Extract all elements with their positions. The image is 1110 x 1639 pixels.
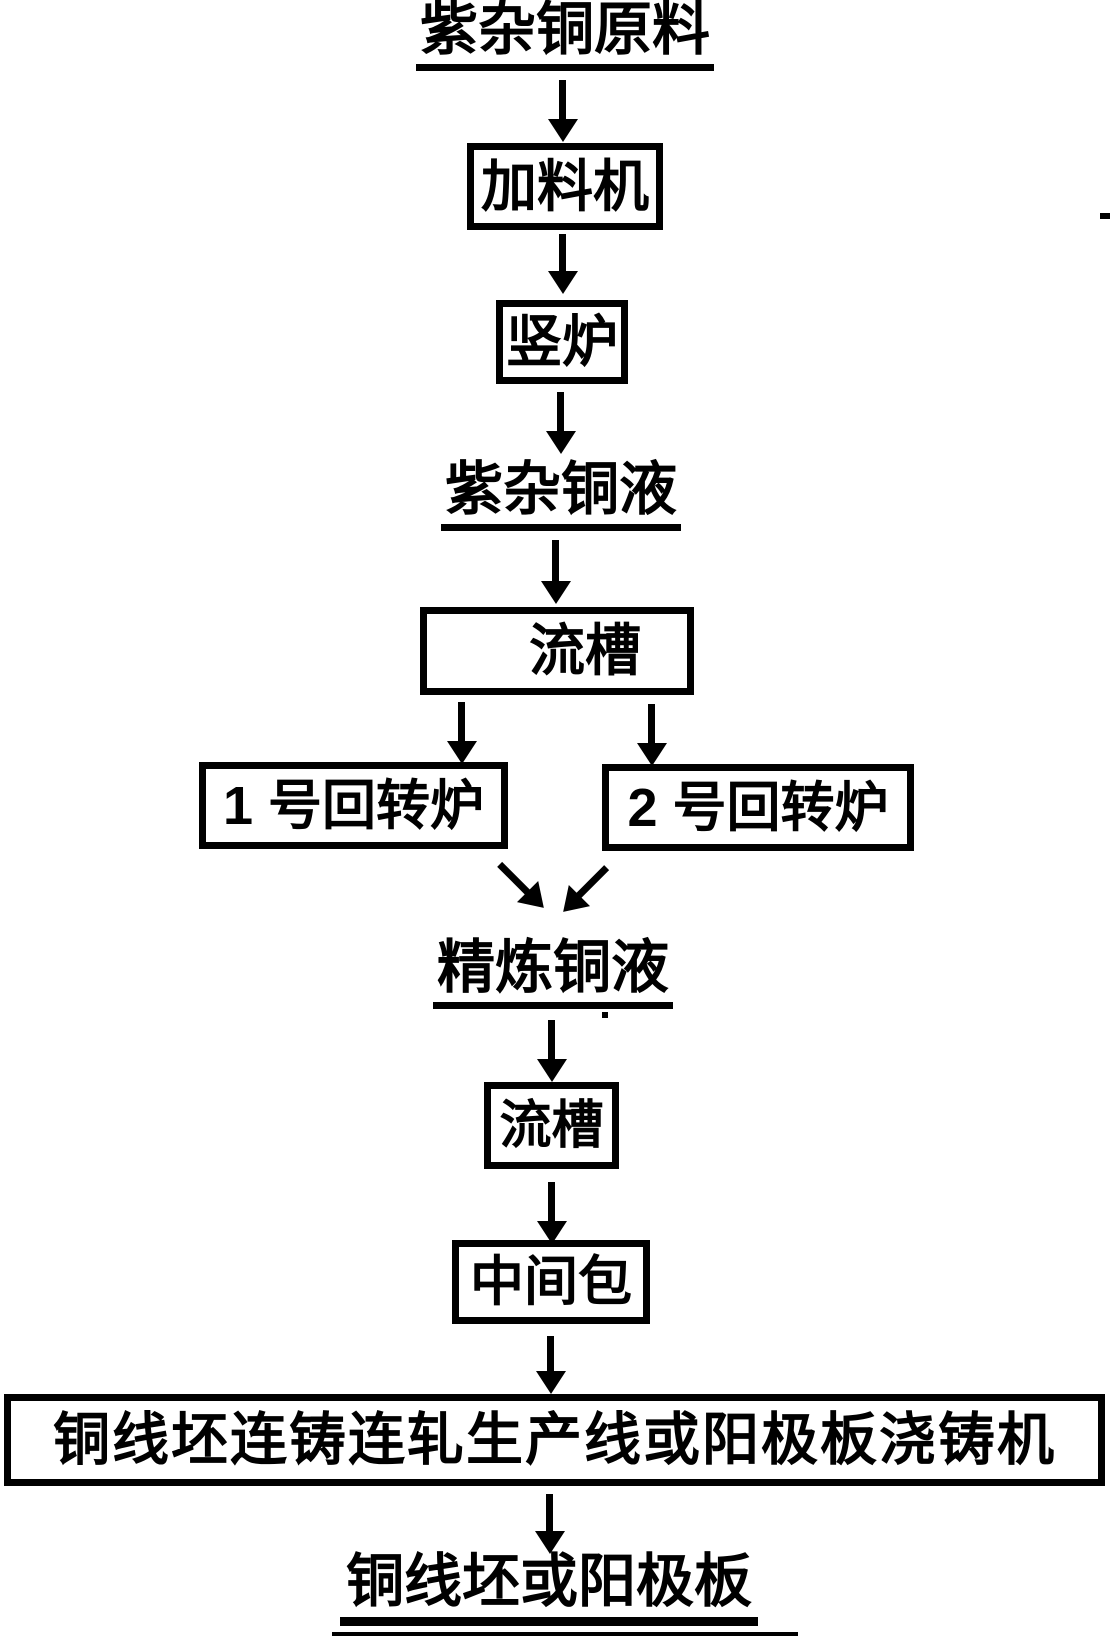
down-arrow-8 (533, 1494, 567, 1554)
arrow-shaft (559, 234, 566, 276)
arrow-head (537, 1059, 567, 1082)
down-arrow-split-left (445, 702, 479, 764)
diagonal-arrow-left (488, 852, 556, 920)
down-arrow-6 (535, 1182, 569, 1244)
node-rotary-furnace-2: 2 号回转炉 (602, 764, 914, 851)
arrow-head (447, 741, 477, 764)
node-final-product: 铜线坯或阳极板 (320, 1551, 778, 1626)
down-arrow-7 (534, 1336, 568, 1394)
scan-artifact-dash (1100, 213, 1110, 219)
node-crude-copper-liquid: 紫杂铜液 (400, 459, 722, 531)
down-arrow-5 (535, 1020, 569, 1082)
node-launder-1-text: 流槽 (529, 619, 641, 682)
arrow-shaft (559, 80, 566, 124)
node-crude-copper-liquid-text: 紫杂铜液 (440, 459, 681, 531)
node-tundish-text: 中间包 (470, 1252, 632, 1312)
node-launder-1: 流槽 (420, 607, 694, 695)
underline-second-line (332, 1632, 798, 1636)
node-launder-2: 流槽 (484, 1082, 619, 1169)
diagonal-arrow-right (551, 856, 619, 924)
node-raw-material-text: 紫杂铜原料 (415, 0, 714, 71)
node-refined-copper-liquid-text: 精炼铜液 (432, 937, 673, 1009)
arrow-shaft (552, 540, 559, 586)
arrow-head (536, 1371, 566, 1394)
node-rotary-furnace-1: 1 号回转炉 (199, 762, 508, 849)
node-casting-line-text: 铜线坯连铸连轧生产线或阳极板浇铸机 (53, 1407, 1056, 1472)
node-raw-material: 紫杂铜原料 (400, 0, 730, 71)
arrow-head (548, 271, 578, 294)
node-rotary-furnace-2-text: 2 号回转炉 (627, 777, 889, 838)
node-tundish: 中间包 (452, 1240, 650, 1324)
down-arrow-3 (544, 392, 578, 454)
arrow-head (548, 119, 578, 142)
arrow-head (637, 743, 667, 766)
node-shaft-furnace-text: 竖炉 (506, 310, 618, 373)
node-feeder: 加料机 (467, 143, 663, 230)
arrow-shaft (546, 1494, 553, 1536)
down-arrow-1 (546, 80, 580, 142)
arrow-shaft (548, 1020, 555, 1064)
node-casting-line: 铜线坯连铸连轧生产线或阳极板浇铸机 (4, 1394, 1105, 1486)
node-final-product-text: 铜线坯或阳极板 (339, 1551, 758, 1626)
arrow-shaft (458, 702, 465, 746)
node-feeder-text: 加料机 (481, 154, 649, 218)
down-arrow-4 (539, 540, 573, 604)
scan-artifact-dot (602, 1012, 608, 1018)
node-shaft-furnace: 竖炉 (496, 300, 628, 384)
node-rotary-furnace-1-text: 1 号回转炉 (222, 775, 485, 836)
arrow-head (535, 1531, 565, 1554)
down-arrow-split-right (635, 704, 669, 766)
arrow-head (537, 1221, 567, 1244)
node-refined-copper-liquid: 精炼铜液 (390, 937, 716, 1009)
arrow-head (541, 581, 571, 604)
arrow-head (546, 431, 576, 454)
arrow-shaft (548, 1182, 555, 1226)
down-arrow-2 (546, 234, 580, 294)
arrow-shaft (547, 1336, 554, 1376)
node-launder-2-text: 流槽 (499, 1096, 604, 1155)
arrow-shaft (557, 392, 564, 436)
arrow-shaft (648, 704, 655, 748)
